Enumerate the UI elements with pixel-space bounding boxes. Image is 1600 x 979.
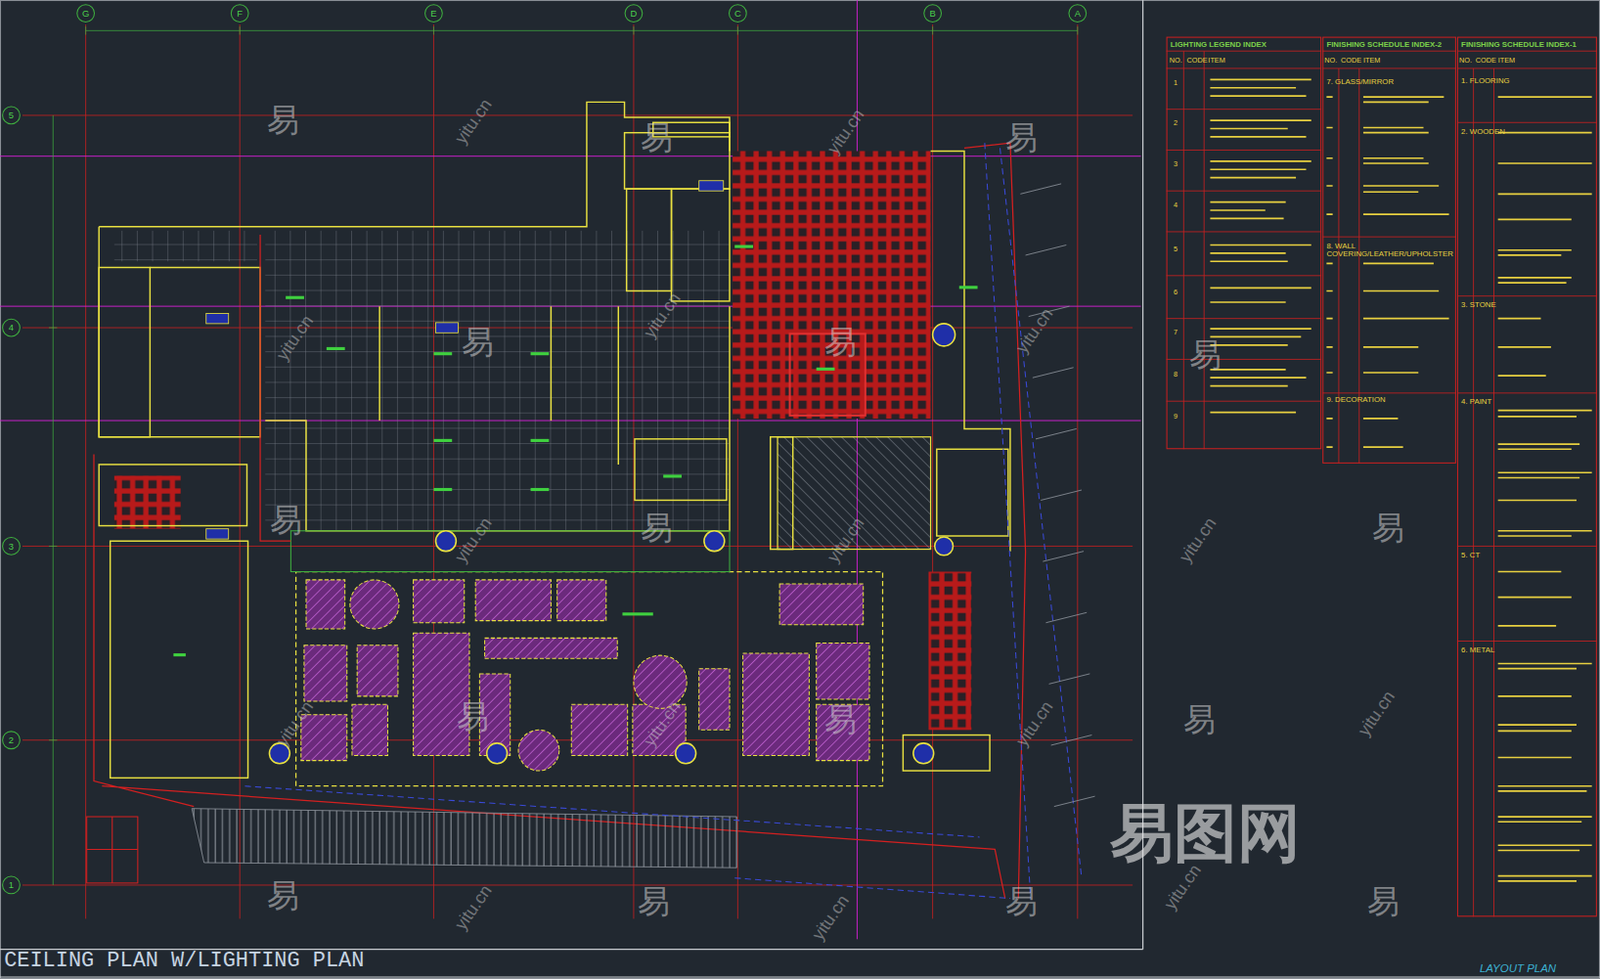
grid-bubble: 3 [1,536,21,556]
watermark-text: yitu.cn [1160,861,1205,914]
section-heading: 5. CT [1461,551,1596,561]
grid-bubble: B [923,3,942,23]
table-heading: LIGHTING LEGEND INDEX [1170,41,1320,50]
watermark-mark: 易 [824,324,857,361]
grid-label: C [734,7,742,18]
table-cell: NO. [1459,55,1472,64]
grid-label: 1 [8,880,14,890]
grid-bubble: D [624,3,644,23]
grid-label: 3 [8,540,14,551]
watermark-mark: 易 [266,101,300,138]
watermark-mark: 易 [640,120,673,157]
watermark-mark: 易 [1189,336,1222,373]
watermark-text: yitu.cn [1176,514,1221,567]
watermark-text: yitu.cn [824,105,869,158]
section-heading: 9. DECORATION [1326,396,1454,405]
section-heading: 1. FLOORING [1461,76,1596,86]
grid-label: E [430,7,437,18]
grid-bubble: 4 [1,318,21,338]
section-heading: 8. WALL COVERING/LEATHER/UPHOLSTER [1326,241,1454,259]
table-cell: NO. [1324,55,1337,64]
schedule-table: FINISHING SCHEDULE INDEX-1 1. FLOORING 2. … [1457,37,1598,918]
drawing-title: CEILING PLAN W/LIGHTING PLAN [3,949,364,974]
grid-label: 4 [8,322,14,333]
grid-bubble: 2 [1,730,21,750]
section-heading: 4. PAINT [1461,398,1596,407]
grid-label: 2 [8,735,14,746]
grid-bubble: 1 [1,876,21,895]
table-heading: FINISHING SCHEDULE INDEX-1 [1461,41,1596,50]
table-cell: 2 [1173,119,1178,128]
watermark-mark: 易图网 [1110,798,1300,868]
watermark-text: yitu.cn [1013,305,1058,357]
grid-label: 5 [8,110,14,121]
grid-label: B [929,7,935,18]
watermark-mark: 易 [637,884,670,921]
watermark-mark: 易 [1372,510,1405,547]
watermark-text: yitu.cn [451,882,496,934]
section-heading: 2. WOODEN [1461,127,1596,136]
grid-bubble: C [728,3,748,23]
watermark-mark: 易 [824,702,857,739]
table-cell: 1 [1173,78,1178,87]
sheet-caption: LAYOUT PLAN [1479,961,1556,975]
schedule-table: LIGHTING LEGEND INDEX [1166,37,1323,450]
watermark-mark: 易 [1367,884,1400,921]
table-cell: NO. [1169,55,1183,64]
table-cell: 4 [1173,201,1178,210]
table-cell: 6 [1173,287,1178,296]
watermark-mark: 易 [461,324,494,361]
watermark-mark: 易 [1005,120,1038,157]
watermark-mark: 易 [269,502,303,539]
table-cell: 9 [1173,412,1178,421]
table-cell: CODE [1186,55,1207,64]
section-heading: 7. GLASS/MIRROR [1326,77,1454,87]
grid-label: A [1074,7,1081,18]
watermark-mark: 易 [456,699,489,736]
grid-bubble: 5 [1,106,21,126]
table-cell: ITEM [1498,55,1515,64]
watermark-mark: 易 [1005,884,1038,921]
section-heading: 3. STONE [1461,301,1596,311]
watermark-text: yitu.cn [451,95,496,148]
table-cell: ITEM [1363,55,1380,64]
table-cell: CODE [1340,55,1362,64]
grid-bubble: F [230,3,250,23]
grid-bubble: A [1067,3,1087,23]
section-heading: 6. METAL [1461,646,1596,656]
grid-label: D [630,7,638,18]
watermark-mark: 易 [1183,702,1216,739]
grid-bubble: E [424,3,444,23]
grid-label: F [236,7,243,18]
watermark-mark: 易 [640,510,673,547]
watermark-text: yitu.cn [1354,687,1399,740]
table-cell: 3 [1173,160,1178,169]
watermark-text: yitu.cn [808,891,853,944]
watermark-mark: 易 [266,878,300,915]
table-cell: ITEM [1207,55,1225,64]
table-cell: 7 [1173,328,1178,337]
schedule-table: FINISHING SCHEDULE INDEX-2 7. GLASS/MIRRO… [1322,37,1457,464]
grid-bubble: G [76,3,95,23]
table-cell: CODE [1475,55,1497,64]
table-cell: 5 [1173,245,1178,254]
table-cell: 8 [1173,370,1178,379]
table-heading: FINISHING SCHEDULE INDEX-2 [1326,41,1454,50]
grid-label: G [82,7,89,18]
